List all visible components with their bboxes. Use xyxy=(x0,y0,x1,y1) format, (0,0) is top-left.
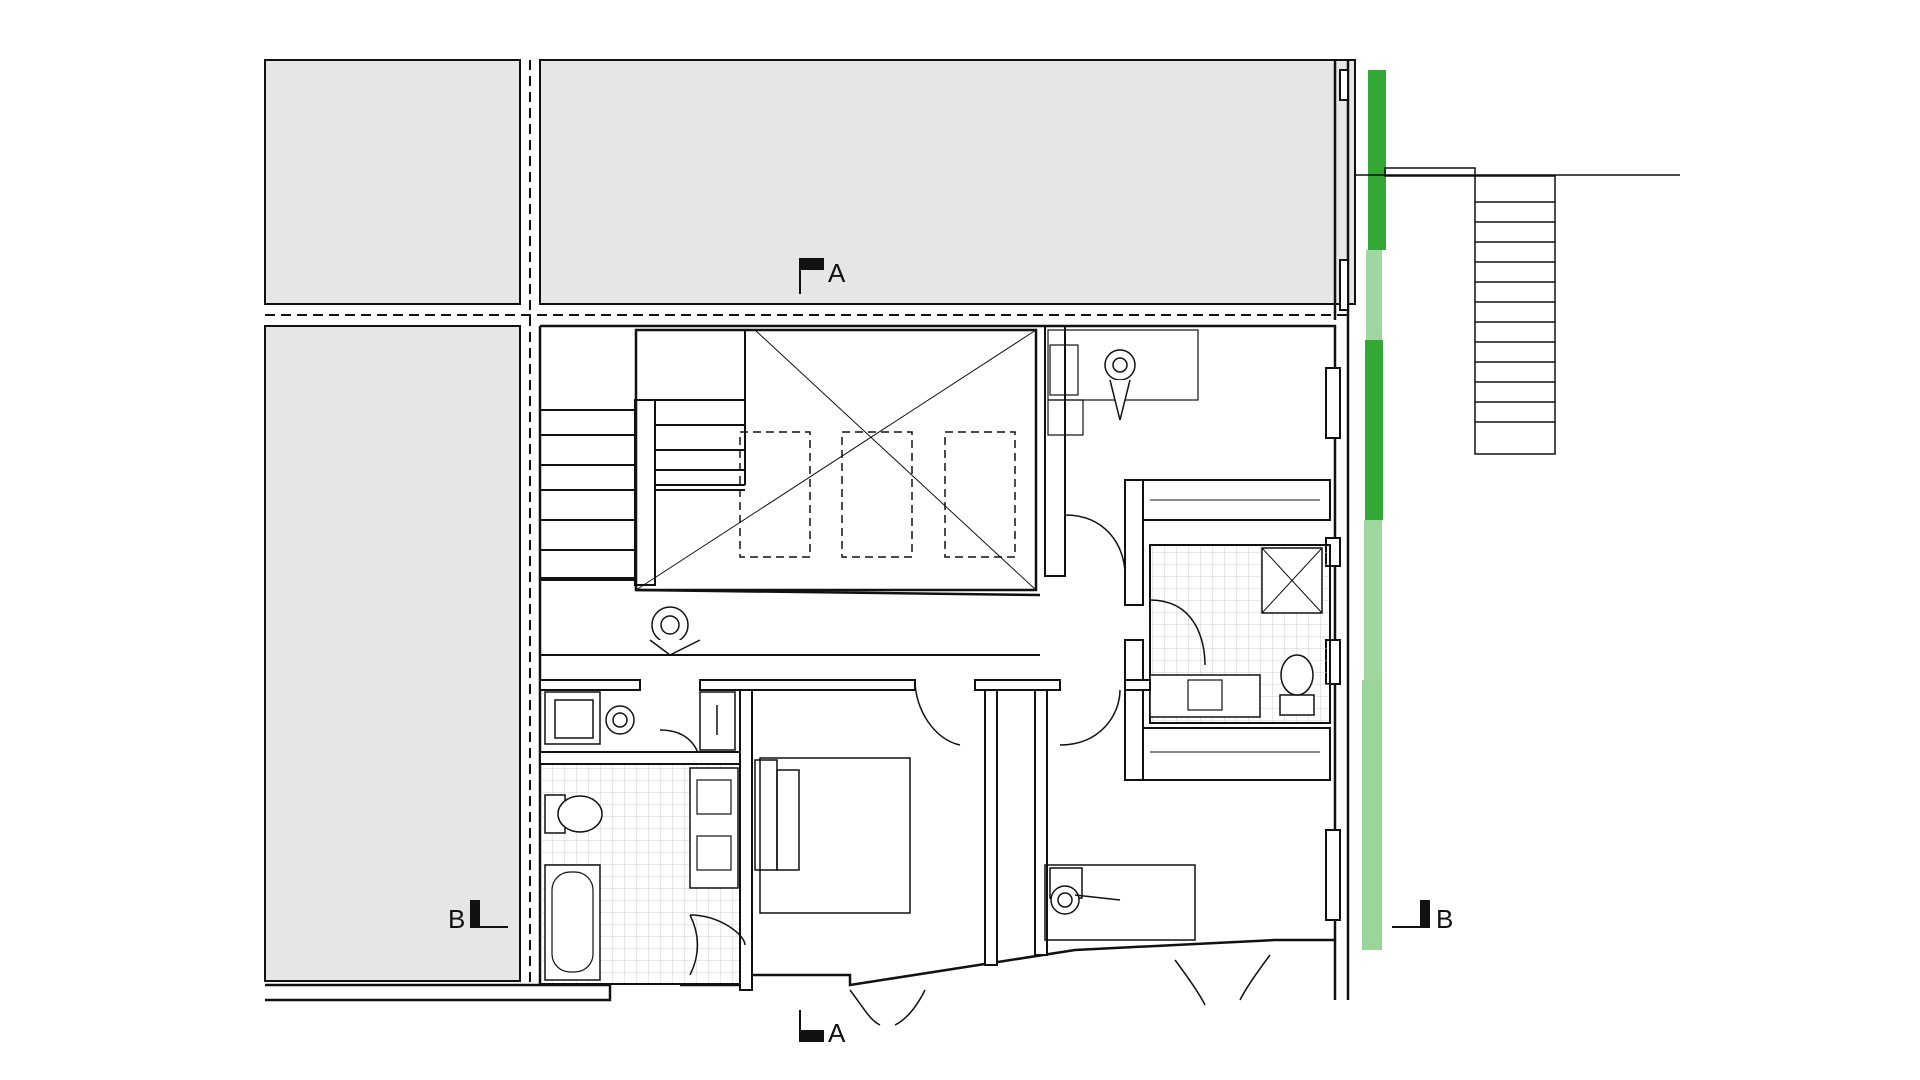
section-marker-a-top: A xyxy=(799,258,846,294)
section-label: B xyxy=(1436,904,1453,934)
section-label: B xyxy=(448,904,465,934)
section-marker-a-bottom: A xyxy=(799,1010,846,1048)
utility-nook xyxy=(544,691,736,751)
bedroom-top-right xyxy=(1044,325,1199,577)
bedroom-bottom-left xyxy=(754,757,911,914)
wardrobes xyxy=(1124,479,1331,781)
interior-walls xyxy=(539,679,1151,991)
person-figure xyxy=(1050,885,1121,915)
section-label: A xyxy=(828,1018,846,1048)
neighbor-block-top-right xyxy=(539,59,1356,305)
person-figure xyxy=(1104,349,1136,421)
section-marker-b-left: B xyxy=(448,900,508,934)
neighbor-block-top-left xyxy=(264,59,521,305)
green-wall xyxy=(1362,70,1386,950)
bathroom-right xyxy=(1149,544,1331,724)
person-figure xyxy=(649,606,701,656)
neighbor-block-left xyxy=(264,325,521,982)
section-label: A xyxy=(828,258,846,288)
person-figure xyxy=(605,705,635,735)
neighbor-blocks xyxy=(264,59,1356,982)
people-figures xyxy=(605,349,1136,915)
balcony-doors xyxy=(849,954,1271,1026)
section-marker-b-right: B xyxy=(1392,900,1453,934)
staircase xyxy=(540,330,1040,656)
exterior-stair xyxy=(1355,167,1680,455)
toilet xyxy=(1279,694,1315,716)
property-lines xyxy=(265,60,1350,985)
void-opening xyxy=(634,328,1041,597)
bathroom-left xyxy=(539,763,746,985)
